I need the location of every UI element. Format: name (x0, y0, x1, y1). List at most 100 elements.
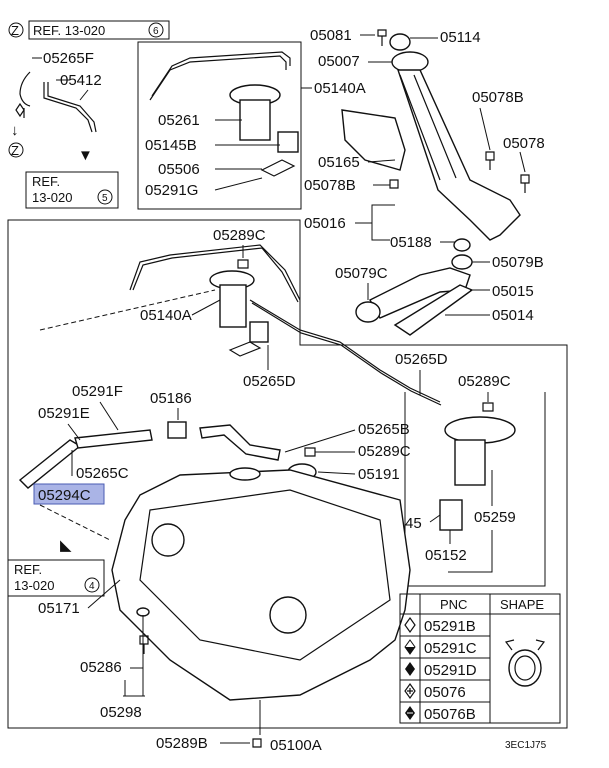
pump-flange-right (444, 416, 516, 444)
label-05079B[interactable]: 05079B (492, 254, 544, 271)
label-05265C[interactable]: 05265C (76, 465, 129, 482)
label-05140A-mid[interactable]: 05140A (140, 307, 192, 324)
main-frame (7, 219, 568, 729)
label-05265B[interactable]: 05265B (358, 421, 410, 438)
highlight-05294C (33, 483, 105, 505)
pump-detail-frame (404, 392, 546, 587)
label-05265D-b[interactable]: 05265D (395, 351, 448, 368)
clamp-05188 (453, 238, 471, 252)
ref-top-num: 6 (153, 26, 159, 37)
z-marker-small-text: Z (11, 143, 19, 158)
label-05078[interactable]: 05078 (503, 135, 545, 152)
label-05015[interactable]: 05015 (492, 283, 534, 300)
clamp-05079C (355, 301, 381, 323)
label-05014[interactable]: 05014 (492, 307, 534, 324)
label-05286[interactable]: 05286 (80, 659, 122, 676)
fuel-lines-main (129, 244, 301, 303)
pump-body-main (219, 284, 247, 328)
hose-05412 (43, 82, 97, 133)
ref-box-mid[interactable] (25, 171, 119, 209)
label-05259[interactable]: 05259 (474, 509, 516, 526)
legend-row-4: 05076B (424, 706, 476, 723)
arrow-down-2: ▼ (78, 147, 93, 164)
ref-box-bottom[interactable] (7, 559, 105, 597)
bolt-05286 (139, 635, 149, 654)
z-marker-top-text: Z (11, 23, 19, 38)
label-05114[interactable]: 05114 (440, 29, 481, 46)
label-05506[interactable]: 05506 (158, 161, 200, 178)
fuel-tank (111, 469, 411, 701)
z-marker-top (8, 22, 24, 38)
label-05289C-c[interactable]: 05289C (358, 443, 411, 460)
ref-bottom-num: 4 (89, 581, 95, 592)
legend-row-1: 05291C (424, 640, 477, 657)
label-05079C[interactable]: 05079C (335, 265, 388, 282)
tank-port-1 (151, 523, 185, 557)
label-05152[interactable]: 05152 (425, 547, 467, 564)
bolt-05078B-mid (389, 179, 399, 189)
filler-neck-tube (399, 74, 457, 181)
label-05289B[interactable]: 05289B (156, 735, 208, 752)
washer-05171 (136, 607, 150, 617)
nut-05289C-a (237, 259, 249, 269)
ref-box-top[interactable] (28, 20, 170, 40)
label-05265D-a[interactable]: 05265D (243, 373, 296, 390)
vent-line (249, 299, 442, 406)
label-05294C[interactable]: 05294C (38, 487, 91, 504)
label-05261[interactable]: 05261 (158, 112, 200, 129)
label-05291G[interactable]: 05291G (145, 182, 198, 199)
label-05078B-top[interactable]: 05078B (472, 89, 524, 106)
label-05191[interactable]: 05191 (358, 466, 400, 483)
ref-top-text[interactable]: REF. 13-020 (33, 23, 105, 38)
legend-row-0: 05291B (424, 618, 476, 635)
arrow-down-left: ◣ (60, 537, 72, 554)
label-05298[interactable]: 05298 (100, 704, 142, 721)
pump-body-right (454, 439, 486, 486)
inset-frame-top (137, 41, 302, 210)
nut-05289B (252, 738, 262, 748)
filter-right (439, 499, 463, 531)
legend-col-shape: SHAPE (500, 597, 544, 612)
label-05265F[interactable]: 05265F (43, 50, 94, 67)
screw-05081 (377, 29, 387, 46)
label-05145B[interactable]: 05145B (145, 137, 197, 154)
legend-symbol-05076 (404, 682, 416, 700)
fuel-tank-inner (139, 489, 391, 661)
nut-05289C-b (482, 402, 494, 412)
hose-05265C (74, 429, 153, 449)
gasket-inset (260, 159, 296, 177)
ref-bottom-line2[interactable]: 13-020 (14, 578, 54, 593)
heat-shield-05165 (341, 109, 406, 171)
filler-neck (397, 69, 521, 241)
label-05016[interactable]: 05016 (304, 215, 346, 232)
filler-ring (391, 51, 429, 73)
ref-mid-num: 5 (102, 193, 108, 204)
label-05289C-b[interactable]: 05289C (458, 373, 511, 390)
legend-row-3: 05076 (424, 684, 466, 701)
label-05289C-a[interactable]: 05289C (213, 227, 266, 244)
label-05100A[interactable]: 05100A (270, 737, 322, 754)
label-05140A-top[interactable]: 05140A (314, 80, 366, 97)
label-05081[interactable]: 05081 (310, 27, 352, 44)
ref-mid-line1: REF. (32, 174, 60, 189)
legend-row-2: 05291D (424, 662, 477, 679)
label-05165[interactable]: 05165 (318, 154, 360, 171)
ref-mid-line2[interactable]: 13-020 (32, 190, 72, 205)
label-05171[interactable]: 05171 (38, 600, 80, 617)
clamp-05079B (451, 254, 473, 270)
label-05291E[interactable]: 05291E (38, 405, 90, 422)
hose-05015 (369, 267, 471, 319)
tank-filler-port (229, 467, 261, 481)
label-05007[interactable]: 05007 (318, 53, 360, 70)
label-05186[interactable]: 05186 (150, 390, 192, 407)
ref-mid-num-circle (97, 189, 113, 205)
label-05078B-mid[interactable]: 05078B (304, 177, 356, 194)
label-05188[interactable]: 05188 (390, 234, 432, 251)
legend-symbol-05291B (404, 616, 416, 634)
bolt-05078 (520, 174, 530, 193)
label-05412[interactable]: 05412 (60, 72, 102, 89)
hose-05265B (199, 424, 281, 461)
fuel-cap (389, 33, 411, 51)
label-05291F[interactable]: 05291F (72, 383, 123, 400)
diagram-code: 3EC1J75 (505, 740, 547, 751)
